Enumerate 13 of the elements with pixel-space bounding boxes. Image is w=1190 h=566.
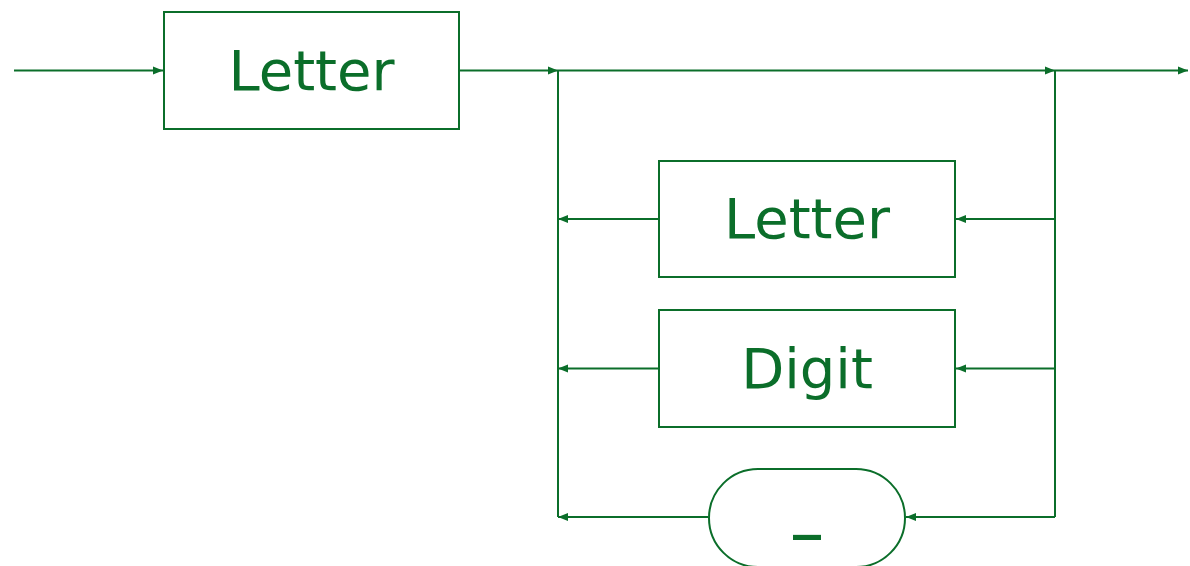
nonterminal-label: Letter bbox=[228, 42, 395, 99]
arrow bbox=[557, 513, 709, 521]
arrow bbox=[955, 364, 1056, 373]
arrow bbox=[955, 215, 1056, 223]
nonterminal-box bbox=[163, 11, 460, 130]
arrow bbox=[459, 66, 1189, 75]
arrow bbox=[13, 66, 164, 75]
nonterminal-box bbox=[658, 160, 956, 278]
arrow bbox=[557, 364, 659, 373]
nonterminal-box bbox=[658, 309, 956, 428]
arrow bbox=[905, 513, 1056, 521]
nonterminal-label: Letter bbox=[723, 191, 891, 247]
arrow bbox=[557, 215, 659, 223]
